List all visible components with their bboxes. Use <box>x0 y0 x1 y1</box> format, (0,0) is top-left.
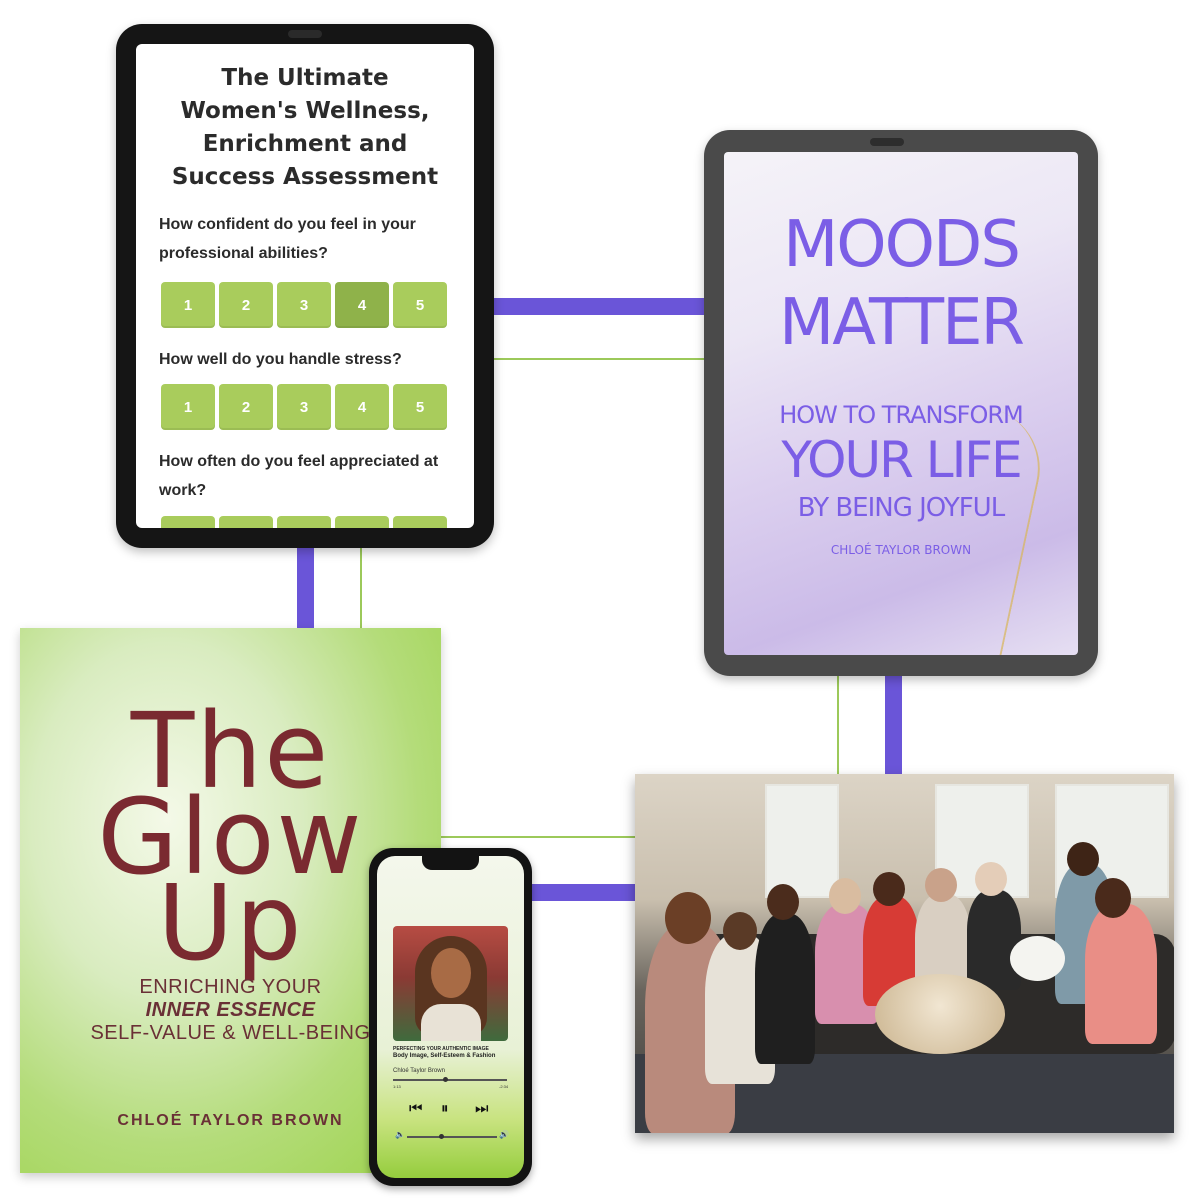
rating-option-4[interactable]: 4 <box>335 384 389 430</box>
group-meeting-photo <box>635 774 1174 1133</box>
podcast-player-screen: PERFECTING YOUR AUTHENTIC IMAGE Body Ima… <box>377 856 524 1178</box>
photo-person <box>755 914 815 1064</box>
question-3: How often do you feel appreciated at wor… <box>159 453 439 499</box>
moods-author: CHLOÉ TAYLOR BROWN <box>830 543 972 557</box>
glow-title-word1: The <box>130 690 331 812</box>
moods-subtitle-line2: YOUR LIFE <box>781 431 1022 489</box>
podcast-subtitle: Body Image, Self-Esteem & Fashion <box>393 1053 496 1059</box>
photo-person-head <box>723 912 757 950</box>
rating-option-5[interactable]: 5 <box>393 384 447 430</box>
moods-title-line2: MATTER <box>779 286 1025 360</box>
podcast-author: Chloé Taylor Brown <box>393 1068 445 1074</box>
photo-person <box>967 890 1021 990</box>
moods-title-line1: MOODS <box>783 208 1021 282</box>
progress-bar[interactable] <box>393 1079 507 1081</box>
rating-scale-3[interactable]: 1 2 3 4 5 <box>161 516 451 528</box>
moods-subtitle-line1: HOW TO TRANSFORM <box>779 401 1024 429</box>
art-face <box>431 948 471 998</box>
photo-person <box>1085 904 1157 1044</box>
connector-green-bottom <box>440 836 636 838</box>
connector-purple-top <box>492 298 706 315</box>
glow-subtitle-line1: ENRICHING YOUR <box>139 976 322 998</box>
photo-person-head <box>873 872 905 906</box>
moods-subtitle-line3: BY BEING JOYFUL <box>797 493 1005 523</box>
question-2: How well do you handle stress? <box>159 351 402 368</box>
time-remaining: -2:34 <box>499 1084 509 1089</box>
volume-low-icon: 🔈 <box>395 1130 405 1139</box>
podcast-cover-art <box>393 926 508 1041</box>
connector-purple-bottom <box>530 884 636 901</box>
time-elapsed: 1:13 <box>393 1084 401 1089</box>
photo-person-head <box>1095 878 1131 918</box>
photo-person-head <box>767 884 799 920</box>
rating-option-1[interactable]: 1 <box>161 282 215 328</box>
photo-person-head <box>925 868 957 902</box>
volume-slider[interactable] <box>407 1136 497 1138</box>
moods-matter-cover: MOODS MATTER HOW TO TRANSFORM YOUR LIFE … <box>724 152 1078 655</box>
progress-knob[interactable] <box>443 1077 448 1082</box>
rating-option-3[interactable]: 3 <box>277 384 331 430</box>
rating-option-4[interactable]: 4 <box>335 516 389 528</box>
podcast-title: PERFECTING YOUR AUTHENTIC IMAGE <box>393 1046 489 1052</box>
photo-flowers <box>1010 936 1065 981</box>
rating-scale-2[interactable]: 1 2 3 4 5 <box>161 384 451 432</box>
rating-option-2[interactable]: 2 <box>219 282 273 328</box>
rating-option-3[interactable]: 3 <box>277 282 331 328</box>
rating-option-1[interactable]: 1 <box>161 516 215 528</box>
rating-option-3[interactable]: 3 <box>277 516 331 528</box>
connector-green-top <box>492 358 706 360</box>
pause-icon[interactable]: ⏸ <box>441 1100 449 1117</box>
connector-green-right <box>837 674 839 776</box>
photo-person-head <box>665 892 711 944</box>
art-body <box>421 1004 481 1041</box>
volume-knob[interactable] <box>439 1134 444 1139</box>
glow-author: CHLOÉ TAYLOR BROWN <box>117 1112 344 1129</box>
glow-title-word3: Up <box>157 862 304 984</box>
rating-option-5[interactable]: 5 <box>393 282 447 328</box>
rating-scale-1[interactable]: 1 2 3 4 5 <box>161 282 451 330</box>
assessment-screen[interactable]: The Ultimate Women's Wellness, Enrichmen… <box>136 44 474 528</box>
phone-notch <box>422 856 479 870</box>
photo-person-head <box>829 878 861 914</box>
glow-subtitle-line3: SELF-VALUE & WELL-BEING <box>90 1022 371 1044</box>
photo-person-head <box>975 862 1007 896</box>
assessment-title: The Ultimate Women's Wellness, Enrichmen… <box>171 65 439 190</box>
rating-option-2[interactable]: 2 <box>219 516 273 528</box>
camera-icon <box>870 138 904 146</box>
photo-person-head <box>1067 842 1099 876</box>
volume-high-icon: 🔊 <box>499 1130 509 1139</box>
connector-green-left <box>360 546 362 630</box>
photo-window <box>765 784 839 898</box>
question-1: How confident do you feel in your profes… <box>159 216 416 262</box>
photo-coffee-table <box>875 974 1005 1054</box>
rating-option-1[interactable]: 1 <box>161 384 215 430</box>
glow-subtitle-line2: INNER ESSENCE <box>145 999 316 1021</box>
connector-purple-left <box>297 546 314 630</box>
podcast-phone: PERFECTING YOUR AUTHENTIC IMAGE Body Ima… <box>369 848 532 1186</box>
glow-title-word2: Glow <box>97 776 364 898</box>
moods-matter-tablet: MOODS MATTER HOW TO TRANSFORM YOUR LIFE … <box>704 130 1098 676</box>
camera-icon <box>288 30 322 38</box>
assessment-tablet: The Ultimate Women's Wellness, Enrichmen… <box>116 24 494 548</box>
next-icon[interactable]: ⏭ <box>475 1100 489 1117</box>
rating-option-5[interactable]: 5 <box>393 516 447 528</box>
rating-option-2[interactable]: 2 <box>219 384 273 430</box>
previous-icon[interactable]: ⏮ <box>409 1100 423 1117</box>
connector-purple-right <box>885 674 902 776</box>
rating-option-4-selected[interactable]: 4 <box>335 282 389 328</box>
